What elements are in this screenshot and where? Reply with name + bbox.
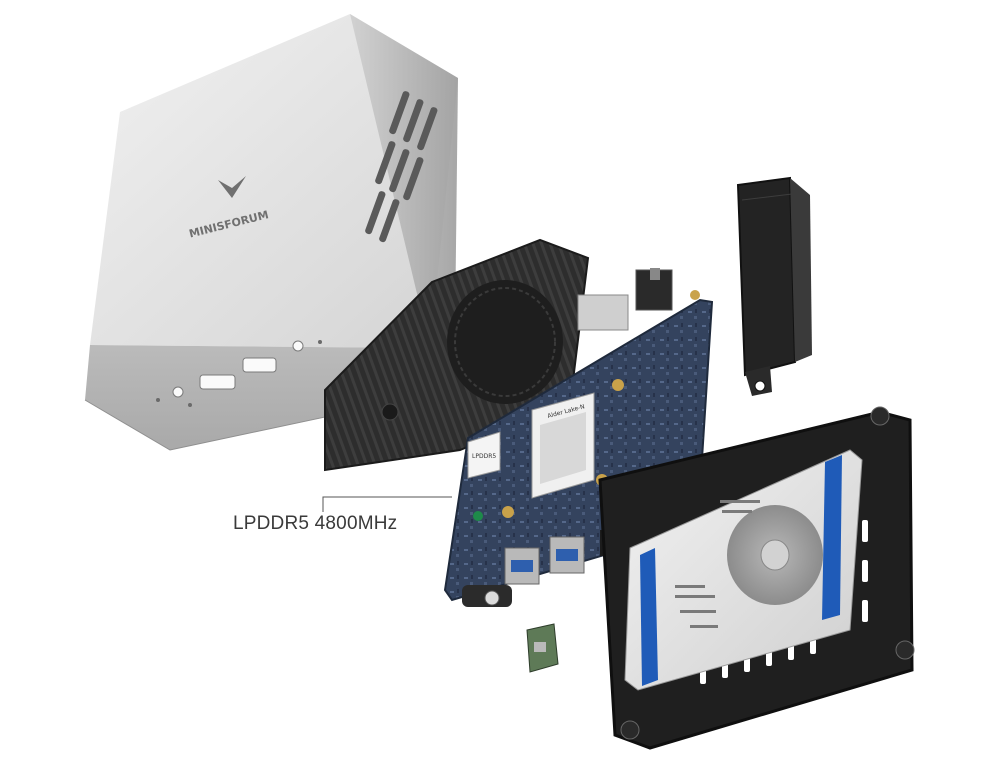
lpddr5-chip: LPDDR5: [467, 431, 501, 479]
usb-ports: [504, 536, 585, 585]
hard-drive: [624, 449, 863, 691]
port-cutouts: [156, 340, 322, 407]
callout-leader: [322, 496, 452, 512]
memory-chip-marking: LPDDR5: [472, 453, 496, 460]
wifi-module: [526, 623, 559, 673]
callout-label: LPDDR5 4800MHz: [233, 513, 398, 534]
aluminum-case: MINISFORUM: [84, 14, 458, 451]
m2-ssd-heatsink: [736, 176, 812, 396]
cpu-chip: Alder Lake-N: [531, 392, 595, 499]
power-button: [462, 585, 512, 607]
vent-slots: [365, 91, 438, 243]
